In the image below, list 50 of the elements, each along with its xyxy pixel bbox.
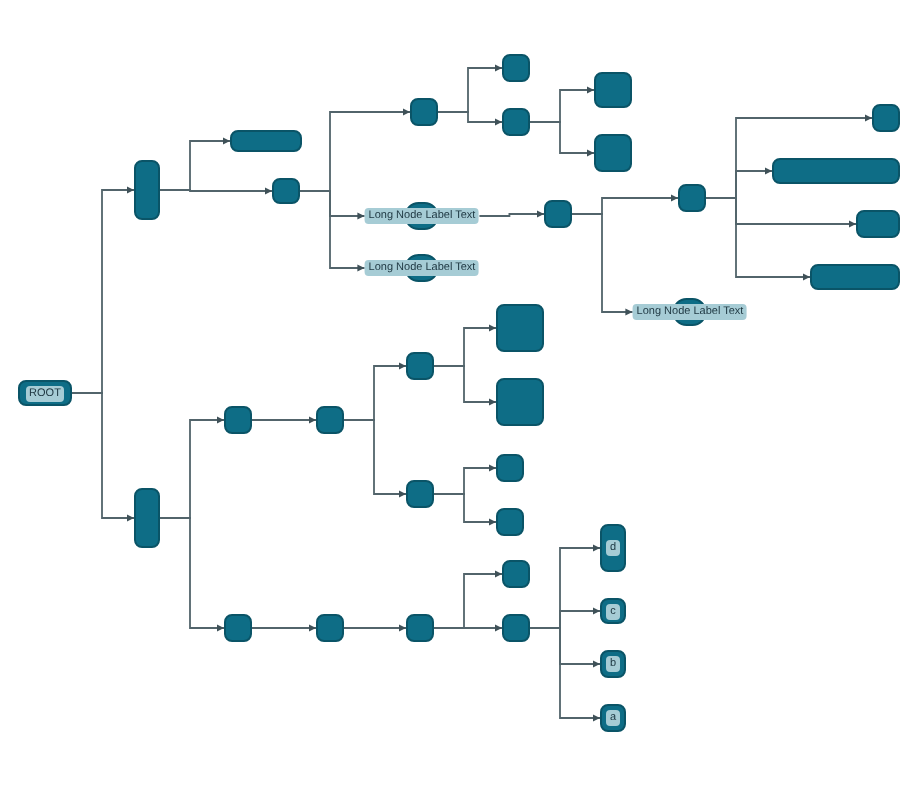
connector-arrow [299, 190, 366, 272]
node-box [134, 160, 160, 220]
node-box [406, 480, 434, 508]
node-box [224, 614, 252, 642]
connector-arrow [159, 517, 225, 632]
node-box [772, 158, 900, 184]
node-box [544, 200, 572, 228]
connector-arrow [433, 624, 503, 632]
node-box [600, 598, 626, 624]
node-box [502, 54, 530, 82]
node-box [600, 524, 627, 572]
node-box [406, 352, 434, 380]
node-box [496, 454, 524, 482]
node-box [316, 614, 344, 642]
node-box [600, 704, 627, 732]
connector-arrow [478, 210, 545, 218]
node-box [316, 406, 344, 434]
node-box [502, 108, 530, 136]
connector-arrow [571, 213, 634, 316]
connector-arrow [71, 392, 135, 522]
node-box [496, 378, 544, 426]
node-box [496, 304, 544, 352]
connector-arrow [343, 624, 407, 632]
node-box [856, 210, 900, 238]
connector-arrow [251, 416, 317, 424]
node-box [810, 264, 900, 290]
connector-arrow [251, 624, 317, 632]
node-box [272, 178, 300, 204]
node-box [410, 98, 438, 126]
connector-arrow [529, 121, 595, 157]
connector-arrow [433, 365, 497, 406]
node-box [502, 560, 530, 588]
node-box [18, 380, 72, 406]
connector-arrow [437, 111, 503, 126]
node-box [496, 508, 524, 536]
node-box [872, 104, 900, 132]
connector-arrow [433, 493, 497, 526]
connector-arrow [529, 627, 601, 722]
node-box [230, 130, 302, 152]
node-box [600, 650, 627, 678]
connector-arrow [705, 197, 811, 281]
node-box [594, 72, 632, 108]
node-box [406, 614, 434, 642]
node-box [678, 184, 706, 212]
connector-arrow [159, 187, 273, 195]
node-box [594, 134, 632, 172]
node-box [224, 406, 252, 434]
connector-arrow [343, 419, 407, 498]
node-box [502, 614, 530, 642]
node-box [134, 488, 160, 548]
